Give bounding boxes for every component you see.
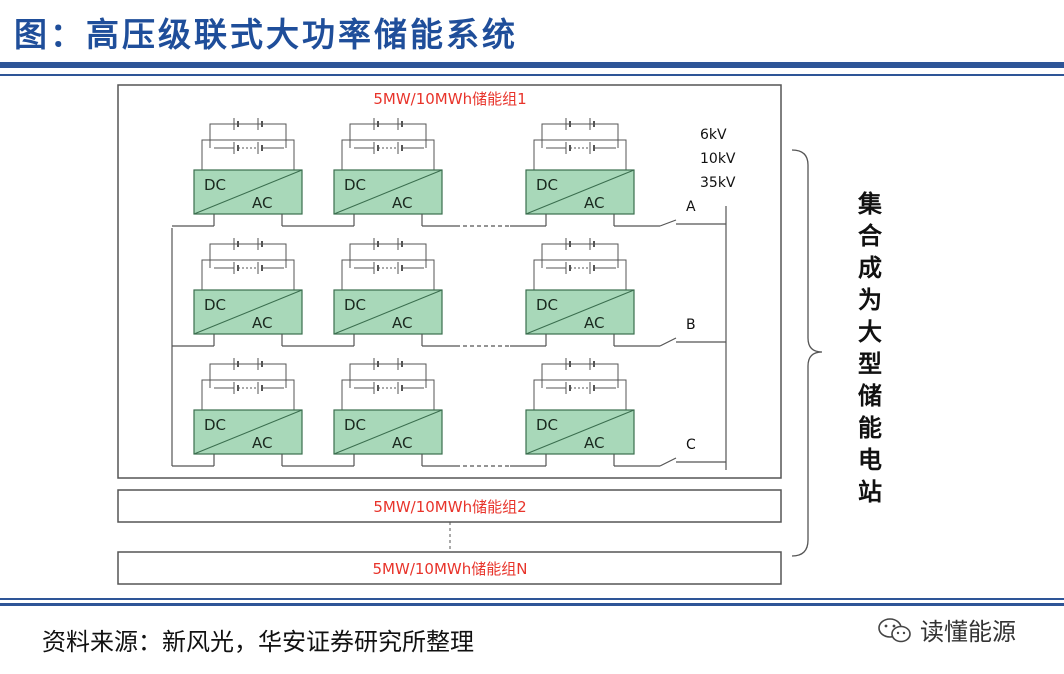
converter-unit: DC AC bbox=[333, 358, 443, 455]
converter-ac-label: AC bbox=[252, 314, 272, 332]
group2-label: 5MW/10MWh储能组2 bbox=[373, 498, 526, 516]
converter-ac-label: AC bbox=[584, 434, 604, 452]
converter-dc-label: DC bbox=[344, 416, 366, 434]
converter-grid: DC AC DC AC DC AC DC AC DC AC DC AC DC AC DC AC DC AC bbox=[193, 118, 635, 455]
station-label-char: 大 bbox=[858, 318, 882, 346]
converter-unit: DC AC bbox=[333, 238, 443, 335]
converter-unit: DC AC bbox=[525, 358, 635, 455]
converter-dc-label: DC bbox=[204, 416, 226, 434]
station-label-char: 型 bbox=[858, 350, 882, 378]
watermark: 读懂能源 bbox=[876, 612, 1016, 647]
station-label-char: 储 bbox=[858, 382, 882, 410]
converter-dc-label: DC bbox=[536, 296, 558, 314]
station-label-char: 站 bbox=[858, 478, 882, 506]
phase-c-label: C bbox=[686, 437, 696, 453]
converter-unit: DC AC bbox=[193, 358, 303, 455]
converter-unit: DC AC bbox=[333, 118, 443, 215]
source-note: 资料来源：新风光，华安证券研究所整理 bbox=[42, 628, 474, 656]
voltage-10kv: 10kV bbox=[700, 151, 736, 167]
voltage-6kv: 6kV bbox=[700, 127, 727, 143]
converter-ac-label: AC bbox=[252, 434, 272, 452]
converter-unit: DC AC bbox=[193, 238, 303, 335]
station-brace bbox=[791, 149, 823, 557]
converter-dc-label: DC bbox=[344, 296, 366, 314]
bottom-rule-thin bbox=[0, 598, 1064, 600]
bottom-rule bbox=[0, 603, 1064, 606]
station-label-char: 集 bbox=[857, 190, 883, 218]
watermark-text: 读懂能源 bbox=[920, 618, 1016, 646]
converter-ac-label: AC bbox=[584, 194, 604, 212]
converter-dc-label: DC bbox=[204, 296, 226, 314]
groupN-box bbox=[117, 551, 782, 585]
station-label-char: 合 bbox=[858, 222, 883, 250]
bus-lines bbox=[171, 206, 727, 470]
figure-title: 图：高压级联式大功率储能系统 bbox=[14, 15, 518, 54]
group1-label: 5MW/10MWh储能组1 bbox=[373, 90, 526, 108]
converter-ac-label: AC bbox=[392, 434, 412, 452]
group1-box bbox=[117, 84, 782, 479]
top-rule-thin bbox=[0, 74, 1064, 76]
station-label-char: 为 bbox=[858, 286, 882, 314]
converter-unit: DC AC bbox=[525, 238, 635, 335]
converter-ac-label: AC bbox=[584, 314, 604, 332]
station-label-char: 成 bbox=[858, 254, 882, 282]
station-label-char: 能 bbox=[858, 414, 882, 442]
converter-dc-label: DC bbox=[204, 176, 226, 194]
converter-dc-label: DC bbox=[536, 416, 558, 434]
converter-unit: DC AC bbox=[525, 118, 635, 215]
phase-a-label: A bbox=[686, 199, 696, 215]
station-label-char: 电 bbox=[858, 446, 882, 474]
converter-ac-label: AC bbox=[392, 314, 412, 332]
converter-ac-label: AC bbox=[252, 194, 272, 212]
wechat-icon bbox=[878, 617, 911, 642]
converter-unit: DC AC bbox=[193, 118, 303, 215]
converter-dc-label: DC bbox=[536, 176, 558, 194]
top-rule bbox=[0, 62, 1064, 68]
converter-dc-label: DC bbox=[344, 176, 366, 194]
phase-b-label: B bbox=[686, 317, 696, 333]
storage-system-diagram: 5MW/10MWh储能组1 DCACDCACDCACDCACDCACDCACDC… bbox=[117, 84, 883, 585]
groupN-label: 5MW/10MWh储能组N bbox=[373, 560, 528, 578]
converter-ac-label: AC bbox=[392, 194, 412, 212]
voltage-35kv: 35kV bbox=[700, 175, 736, 191]
